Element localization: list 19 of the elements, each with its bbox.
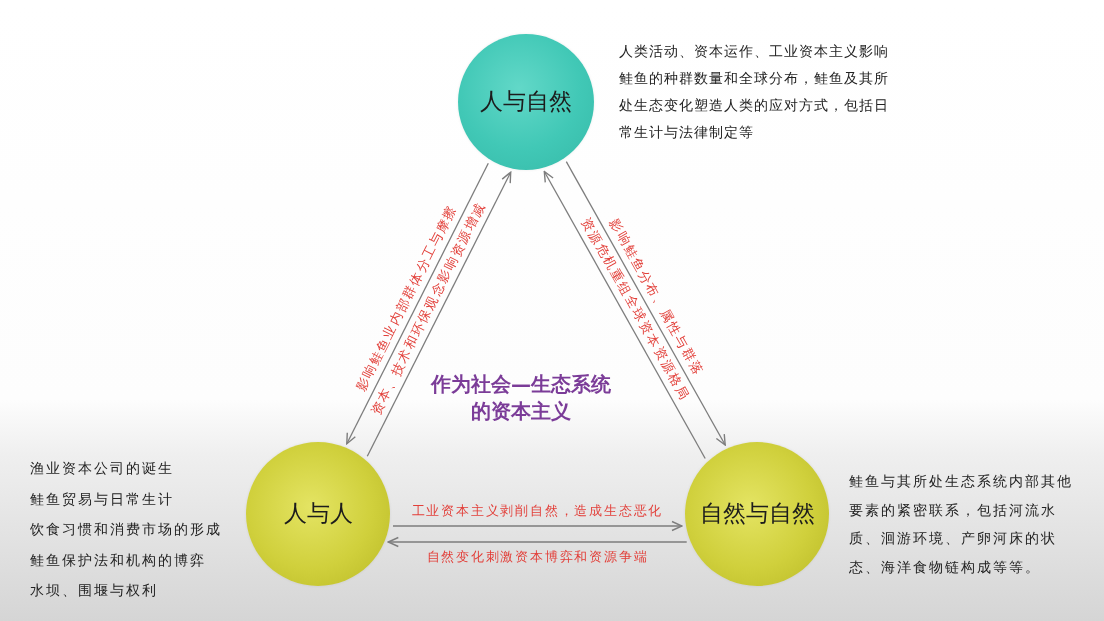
- arrow: [366, 171, 512, 457]
- annotation-text: 渔业资本公司的诞生: [30, 459, 174, 478]
- edge-label: 自然变化刺激资本博弈和资源争端: [426, 550, 649, 564]
- circle-label: 人与人: [283, 500, 353, 528]
- circle-label: 人与自然: [480, 88, 572, 116]
- arrow: [387, 536, 688, 548]
- annotation-text: 饮食习惯和消费市场的形成: [30, 520, 222, 539]
- annotation-text: 鲑鱼贸易与日常生计: [30, 489, 174, 509]
- annotation-text: 鲑鱼保护法和机构的博弈: [30, 550, 206, 570]
- arrow: [392, 520, 683, 532]
- annotation-text: 水坝、围堰与权利: [30, 581, 158, 600]
- annotation-text: 鲑鱼与其所处生态系统内部其他要素的紧密联系，包括河流水质、洄游环境、产卵河床的状态、海洋食物链构成等等。: [849, 472, 1074, 577]
- edge-label: 工业资本主义剥削自然，造成生态恶化: [411, 504, 664, 518]
- arrow: [346, 162, 489, 445]
- diagram-title: 作为社会—生态系统的资本主义: [429, 371, 612, 425]
- annotation-text: 人类活动、资本运作、工业资本主义影响鲑鱼的种群数量和全球分布，鲑鱼及其所处生态变化塑造人类的应对方式，包括日常生计与法律制定等: [619, 42, 890, 142]
- arrow: [565, 160, 726, 446]
- arrow: [543, 170, 706, 460]
- circle-label: 自然与自然: [699, 500, 815, 528]
